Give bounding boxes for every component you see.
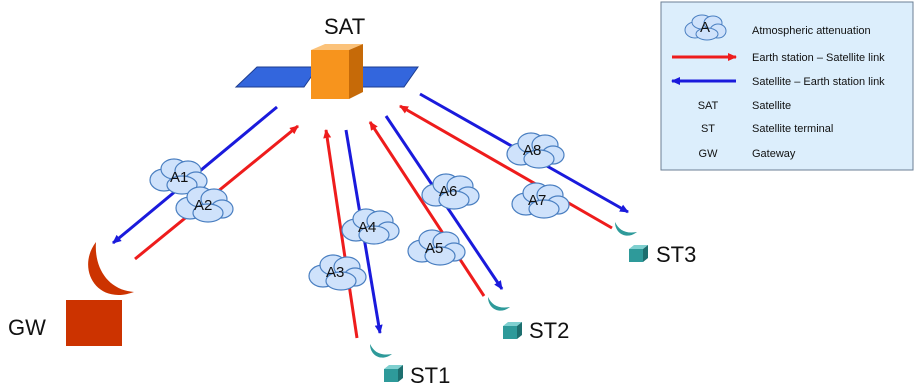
cloud-a2-label: A2: [194, 197, 212, 214]
solar-panel-left: [234, 66, 319, 88]
gw-label: GW: [8, 315, 46, 340]
gateway: [66, 242, 134, 346]
cloud-a4: A4: [341, 208, 400, 245]
terminal-st1: [370, 344, 403, 382]
legend-sat-abbr: SAT: [698, 100, 719, 112]
terminal-st3: [615, 222, 648, 262]
st3-box: [629, 249, 643, 262]
cloud-a8-label: A8: [523, 142, 541, 159]
cloud-a4-label: A4: [358, 219, 376, 236]
uplink-st1: [323, 129, 359, 339]
st2-box: [503, 326, 517, 339]
terminal-st2: [488, 297, 522, 339]
legend-st-abbr: ST: [701, 123, 715, 135]
st3-label: ST3: [656, 242, 696, 267]
gateway-dish: [88, 242, 134, 296]
cloud-a8: A8: [506, 132, 565, 169]
uplink-st3: [399, 104, 613, 230]
cloud-a5: A5: [407, 229, 466, 266]
satellite-body: [311, 50, 349, 99]
st1-dish: [370, 344, 392, 358]
legend-cloud-label: A: [700, 19, 710, 36]
legend-gw-desc: Gateway: [752, 148, 796, 160]
legend-gw-abbr: GW: [699, 148, 719, 160]
st2-box-side: [517, 322, 522, 339]
cloud-a1: A1: [149, 158, 208, 195]
st3-box-top: [629, 245, 648, 249]
cloud-a2: A2: [175, 186, 234, 223]
cloud-a5-label: A5: [425, 240, 443, 257]
legend-st-desc: Satellite terminal: [752, 123, 833, 135]
gateway-building: [66, 300, 122, 346]
st2-dish: [488, 297, 510, 311]
cloud-a3-label: A3: [326, 264, 344, 281]
legend-uplink: Earth station – Satellite link: [752, 52, 885, 64]
cloud-a7-label: A7: [528, 192, 546, 209]
st2-label: ST2: [529, 318, 569, 343]
st1-box-top: [384, 365, 403, 369]
cloud-a6: A6: [421, 173, 480, 210]
legend-downlink: Satellite – Earth station link: [752, 76, 885, 88]
st3-dish: [615, 222, 637, 236]
legend: A Atmospheric attenuation Earth station …: [660, 1, 914, 171]
satellite-body-top: [311, 44, 363, 50]
cloud-a1-label: A1: [170, 169, 188, 186]
legend-sat-desc: Satellite: [752, 100, 791, 112]
cloud-a7: A7: [511, 182, 570, 219]
legend-atmospheric: Atmospheric attenuation: [752, 25, 871, 37]
st2-box-top: [503, 322, 522, 326]
legend-cloud-icon: A: [684, 14, 727, 41]
st1-box-side: [398, 365, 403, 382]
uplink-st2: [368, 121, 486, 297]
satellite: [234, 44, 419, 99]
cloud-a3: A3: [308, 254, 367, 291]
cloud-a6-label: A6: [439, 183, 457, 200]
sat-label: SAT: [324, 14, 365, 39]
st1-box: [384, 369, 398, 382]
st3-box-side: [643, 245, 648, 262]
st1-label: ST1: [410, 363, 450, 387]
satellite-body-side: [349, 44, 363, 99]
